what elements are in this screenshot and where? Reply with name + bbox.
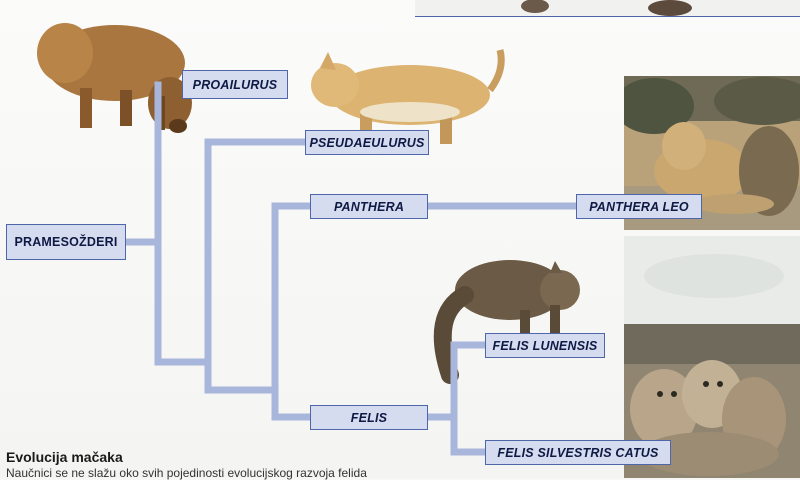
node-panthera: PANTHERA [310, 194, 428, 219]
node-proailurus: PROAILURUS [182, 70, 288, 99]
node-felis-silvestris-catus: FELIS SILVESTRIS CATUS [485, 440, 671, 465]
node-pramesozderi: PRAMESOŽDERI [6, 224, 126, 260]
node-felis-lunensis: FELIS LUNENSIS [485, 333, 605, 358]
caption-title: Evolucija mačaka [6, 448, 476, 466]
node-felis: FELIS [310, 405, 428, 430]
caption: Evolucija mačaka Naučnici se ne slažu ok… [6, 448, 476, 480]
node-pseudaelurus: PSEUDAEULURUS [305, 130, 429, 155]
node-panthera-leo: PANTHERA LEO [576, 194, 702, 219]
